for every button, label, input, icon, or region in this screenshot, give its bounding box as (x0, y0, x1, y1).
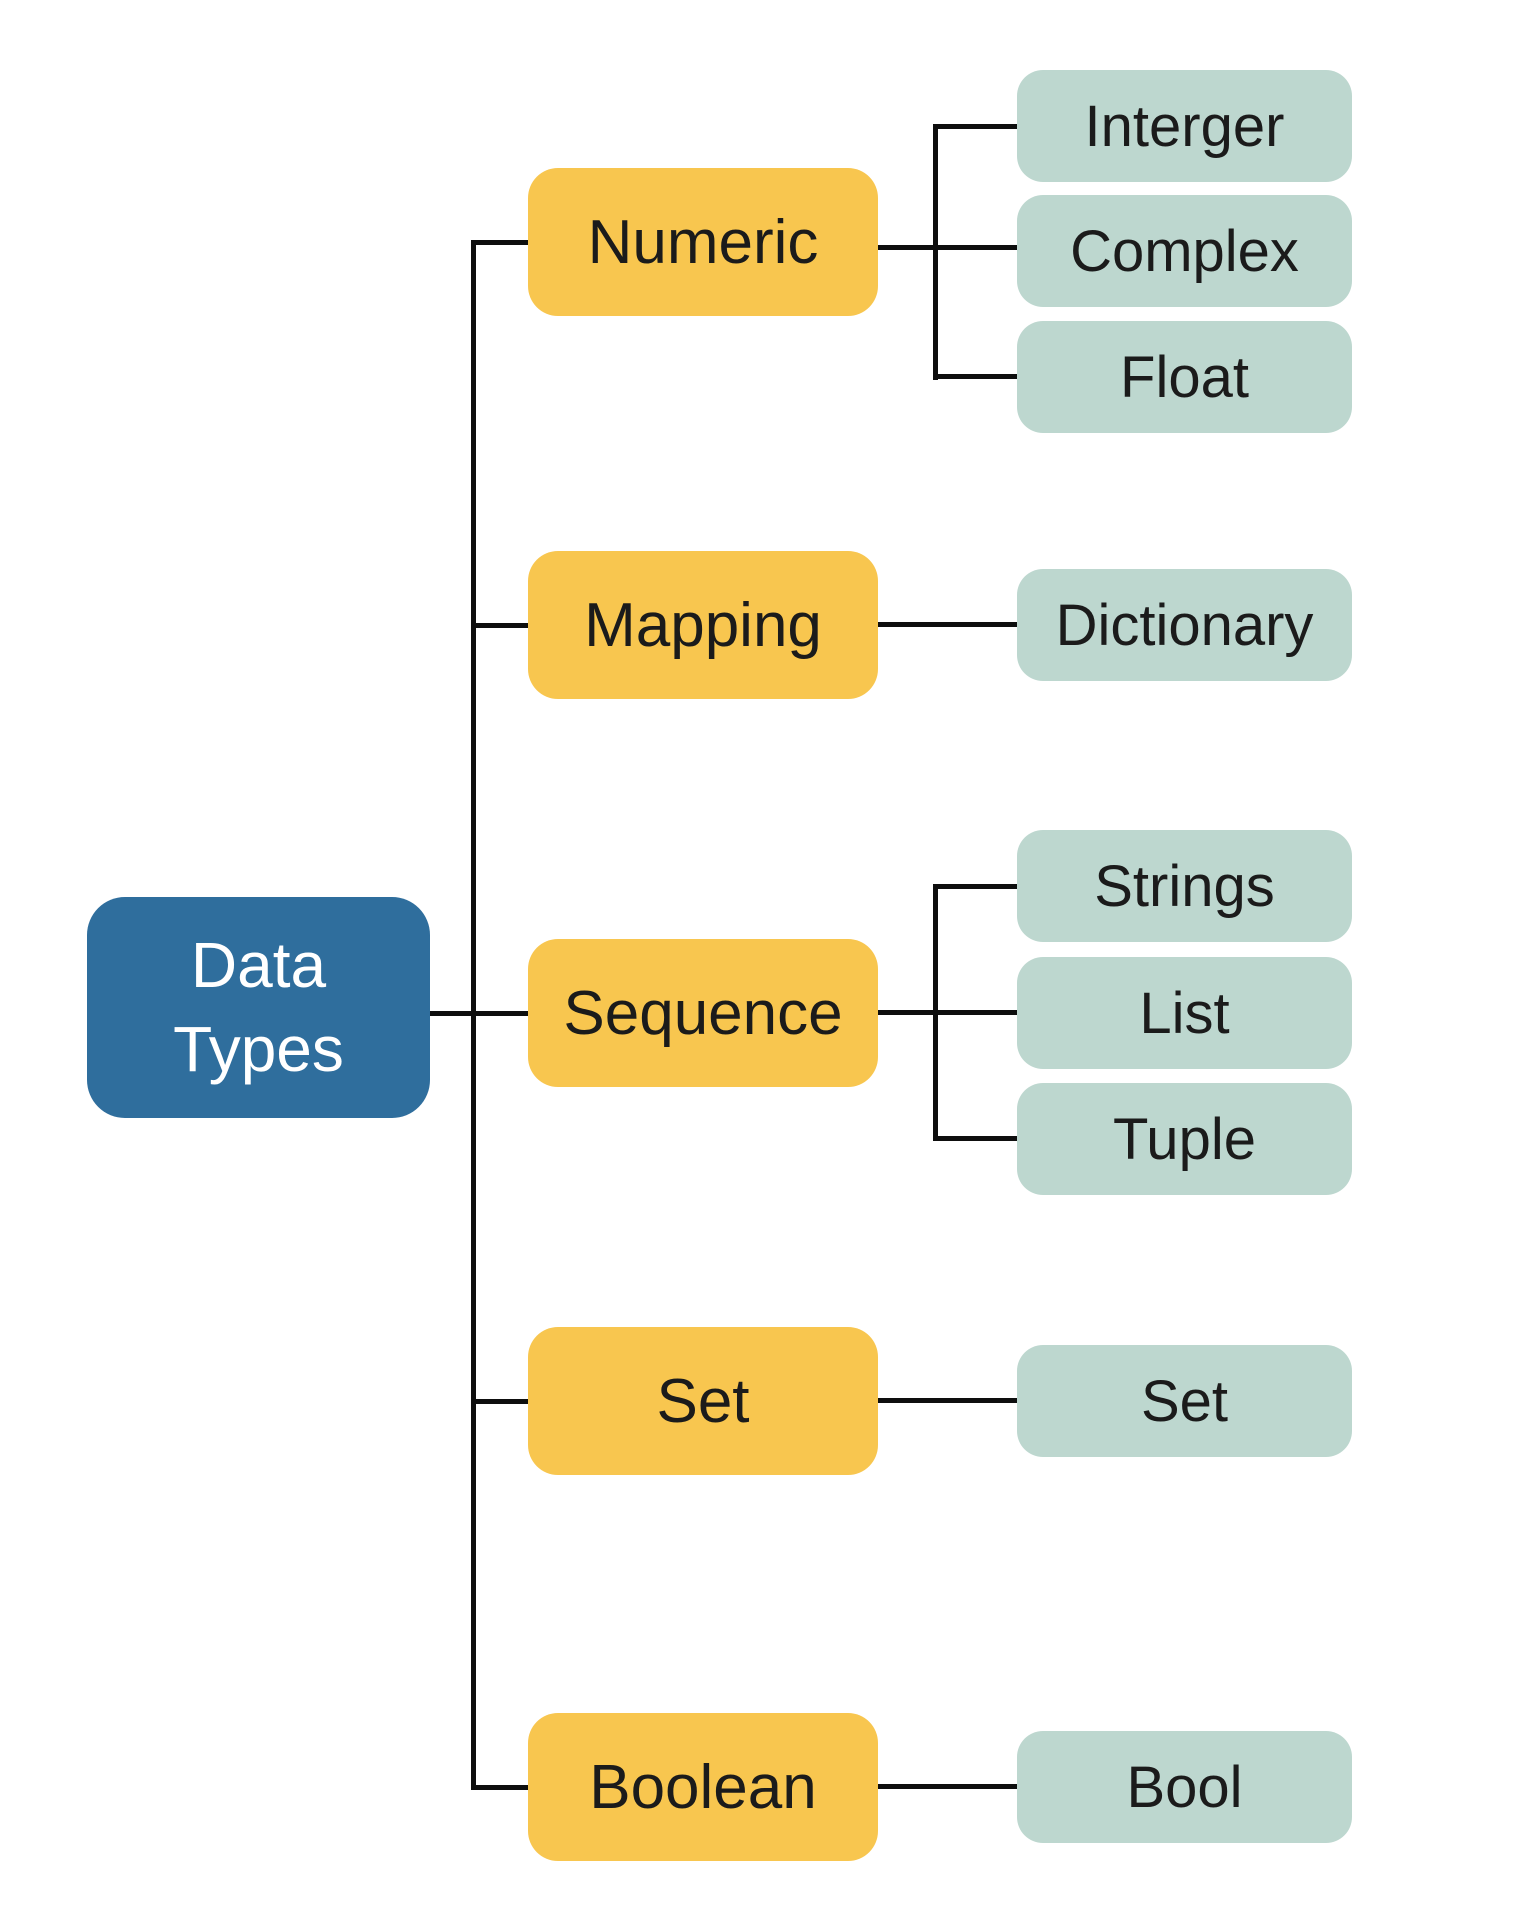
connector-trunk-numeric (471, 240, 528, 245)
node-strings: Strings (1017, 830, 1352, 942)
node-float: Float (1017, 321, 1352, 433)
connector-tuple (933, 1136, 1017, 1141)
connector-dictionary (878, 622, 1017, 627)
connector-interger (933, 124, 1017, 129)
node-list: List (1017, 957, 1352, 1069)
node-complex: Complex (1017, 195, 1352, 307)
connector-set (878, 1398, 1017, 1403)
connector-trunk-mapping (471, 623, 528, 628)
node-mapping: Mapping (528, 551, 878, 699)
node-tuple: Tuple (1017, 1083, 1352, 1195)
node-set: Set (528, 1327, 878, 1475)
connector-list (878, 1010, 1017, 1015)
connector-root-sequence (430, 1011, 528, 1016)
connector-strings (933, 884, 1017, 889)
connector-bool (878, 1784, 1017, 1789)
connector-complex (878, 245, 1017, 250)
node-data-types: Data Types (87, 897, 430, 1118)
node-bool: Bool (1017, 1731, 1352, 1843)
node-numeric: Numeric (528, 168, 878, 316)
connector-trunk-set (471, 1399, 528, 1404)
connector-numeric-branch (933, 124, 938, 380)
node-interger: Interger (1017, 70, 1352, 182)
node-dictionary: Dictionary (1017, 569, 1352, 681)
node-boolean: Boolean (528, 1713, 878, 1861)
connector-trunk-boolean (471, 1785, 528, 1790)
node-set-leaf: Set (1017, 1345, 1352, 1457)
node-sequence: Sequence (528, 939, 878, 1087)
connector-float (933, 374, 1017, 379)
